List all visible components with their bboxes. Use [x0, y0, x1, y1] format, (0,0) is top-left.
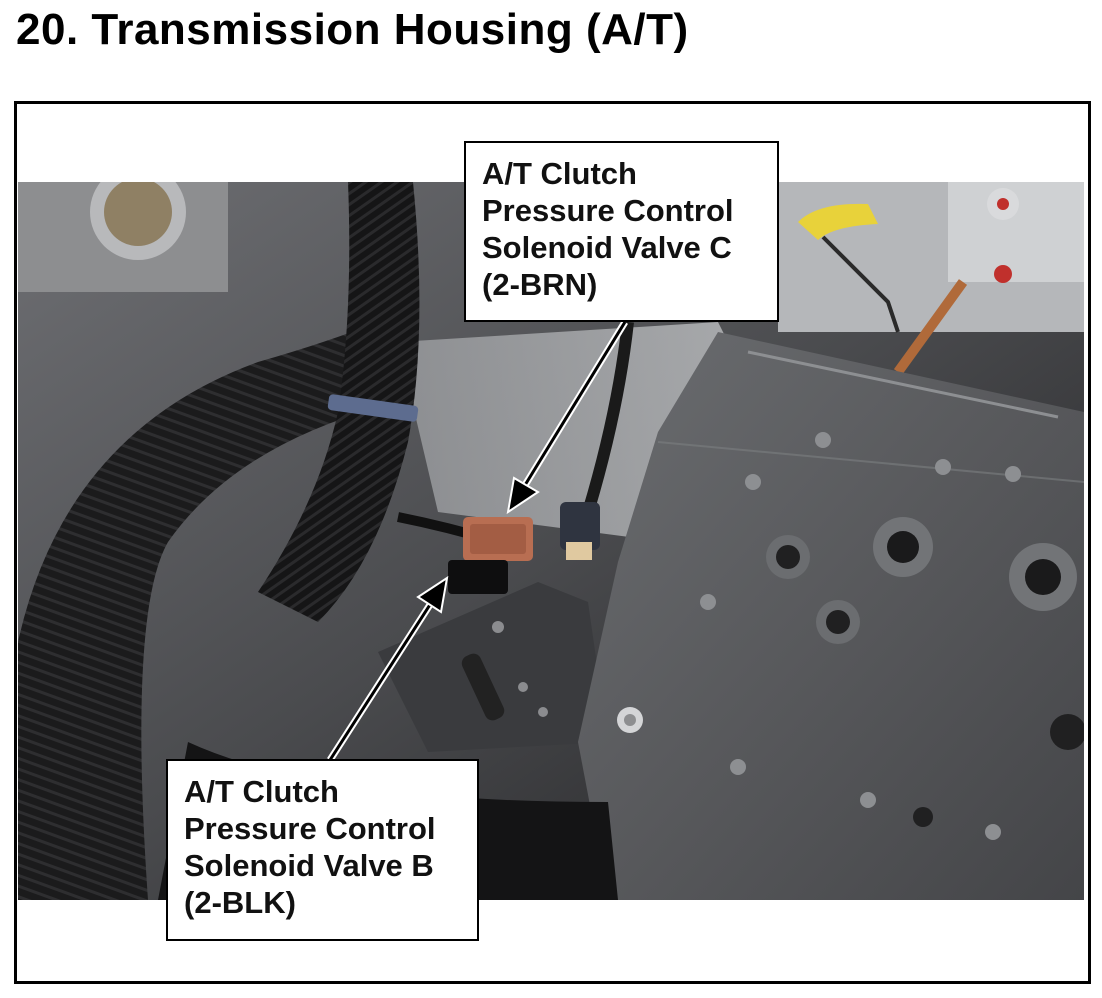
page-title: 20. Transmission Housing (A/T) — [16, 5, 689, 54]
callout-b-line-2: Pressure Control — [184, 811, 436, 846]
callout-b-line-1: A/T Clutch — [184, 774, 339, 809]
callout-solenoid-valve-b: A/T Clutch Pressure Control Solenoid Val… — [166, 759, 479, 941]
callout-c-line-4: (2-BRN) — [482, 267, 598, 302]
callout-b-line-4: (2-BLK) — [184, 885, 296, 920]
callout-c-line-3: Solenoid Valve C — [482, 230, 732, 265]
callout-c-line-1: A/T Clutch — [482, 156, 637, 191]
callout-b-line-3: Solenoid Valve B — [184, 848, 434, 883]
callout-c-line-2: Pressure Control — [482, 193, 734, 228]
callout-solenoid-valve-c: A/T Clutch Pressure Control Solenoid Val… — [464, 141, 779, 322]
